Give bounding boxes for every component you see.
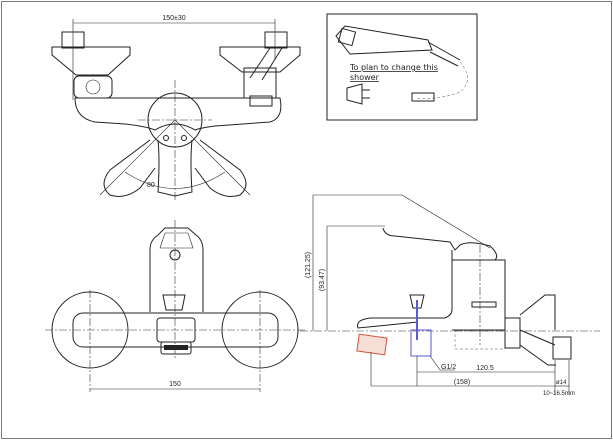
- dim-top-width: 150±30: [162, 15, 185, 22]
- thread-size: G1/2: [441, 364, 456, 371]
- valve-part: [410, 329, 432, 357]
- wall-flange: [519, 294, 556, 366]
- dim-body-height: (93.47): [319, 269, 326, 291]
- inset-note-line2: shower: [350, 73, 380, 82]
- front-column: [149, 227, 204, 312]
- right-inlet: [264, 31, 288, 49]
- dim-total: (158): [454, 379, 470, 386]
- right-flange: [219, 46, 301, 73]
- left-nut: [73, 75, 113, 99]
- dim-front-width: 150: [169, 381, 181, 388]
- outlet-part: [356, 333, 388, 356]
- inset-note-line1: To plan to change this: [349, 63, 438, 72]
- pipe-diameter: ø14: [556, 380, 567, 386]
- inset-frame: [326, 13, 478, 121]
- adapter-part: [346, 83, 363, 105]
- lever-raised: [401, 194, 491, 249]
- handle-left-position: [103, 139, 156, 197]
- dim-angle: 80: [147, 182, 155, 189]
- top-body: [74, 97, 282, 131]
- shower-inset: To plan to change this shower: [326, 13, 478, 121]
- dim-outlet: 120.5: [476, 365, 494, 372]
- shower-head: [335, 25, 433, 55]
- top-view: 150±30 80: [51, 15, 301, 200]
- wall-range: 10~16.5mm: [543, 391, 575, 397]
- left-inlet: [61, 31, 85, 49]
- left-flange: [51, 46, 131, 76]
- diverter-knob: [162, 294, 186, 311]
- side-view: (121.25) (93.47) G1/2 120.5 (158) ø14 10…: [300, 194, 600, 397]
- hose-fitting: [411, 92, 435, 102]
- connector-nut: [504, 317, 521, 349]
- lever: [382, 227, 498, 261]
- wall-inlet: [552, 336, 572, 360]
- cartridge-housing: [452, 259, 506, 331]
- aerator: [160, 341, 192, 355]
- side-body: [357, 250, 453, 329]
- dim-lever-height: (121.25): [305, 252, 312, 278]
- shower-hose: [414, 61, 468, 99]
- handle-right-position: [194, 139, 247, 197]
- front-view: 150: [45, 220, 305, 392]
- side-diverter-knob: [409, 294, 425, 309]
